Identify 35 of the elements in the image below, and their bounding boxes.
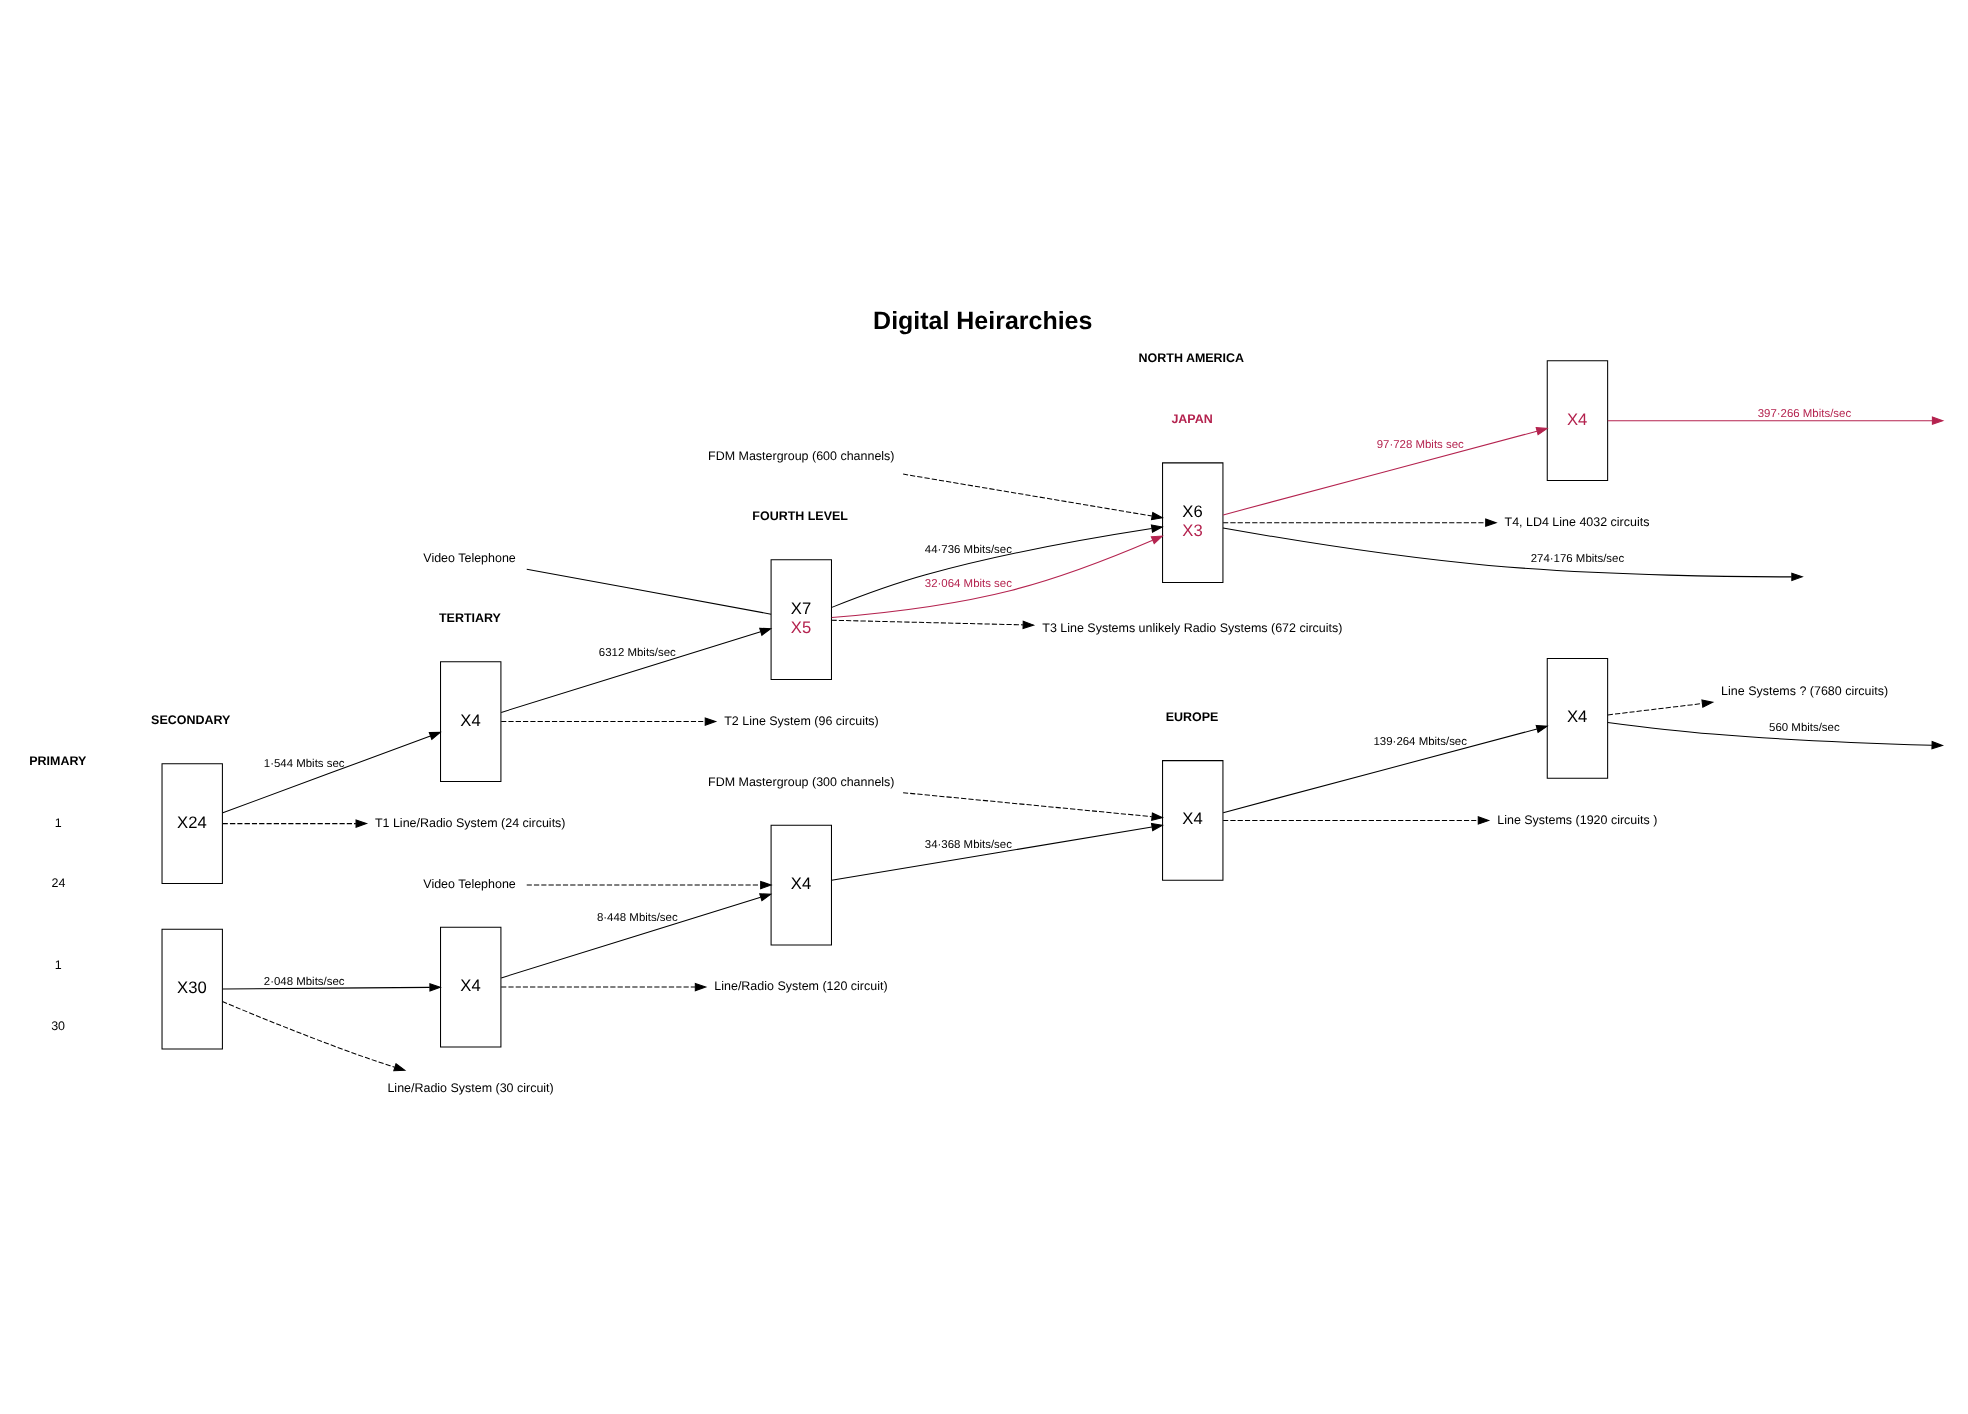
- arrow: [500, 717, 718, 726]
- diagram-title: Digital Heirarchies: [873, 307, 1093, 336]
- node-box: X4: [1546, 658, 1609, 779]
- node-box: X6 X3: [1162, 462, 1224, 584]
- arrow: [1222, 427, 1549, 516]
- node-box: X7 X5: [770, 559, 832, 680]
- node-box: X4: [1162, 760, 1224, 881]
- arrow: [1222, 816, 1491, 825]
- node-box: X4: [440, 926, 502, 1048]
- arrow: [831, 822, 1164, 881]
- arrow: [1607, 699, 1715, 716]
- arrow: [1607, 721, 1945, 750]
- node-box: X4: [770, 824, 832, 946]
- arrow: [222, 819, 369, 828]
- arrow: [500, 627, 773, 713]
- arrow: [831, 535, 1164, 618]
- arrow: [1607, 416, 1945, 426]
- arrow: [1222, 518, 1498, 528]
- arrow: [1222, 724, 1549, 814]
- arrow: [902, 792, 1164, 821]
- arrow: [831, 524, 1164, 608]
- node-box: X30: [161, 928, 223, 1050]
- arrow: [902, 473, 1164, 521]
- arrow: [500, 893, 773, 979]
- arrow: [221, 1001, 407, 1072]
- node-box: X4: [440, 661, 502, 782]
- arrow: [831, 619, 1036, 630]
- arrow: [526, 880, 773, 890]
- node-box: X4: [1546, 360, 1609, 482]
- node-box: X24: [161, 763, 223, 884]
- arrow: [1222, 527, 1804, 582]
- arrow: [500, 982, 708, 992]
- arrow: [222, 983, 442, 992]
- connector: [526, 568, 772, 615]
- arrow: [222, 731, 442, 814]
